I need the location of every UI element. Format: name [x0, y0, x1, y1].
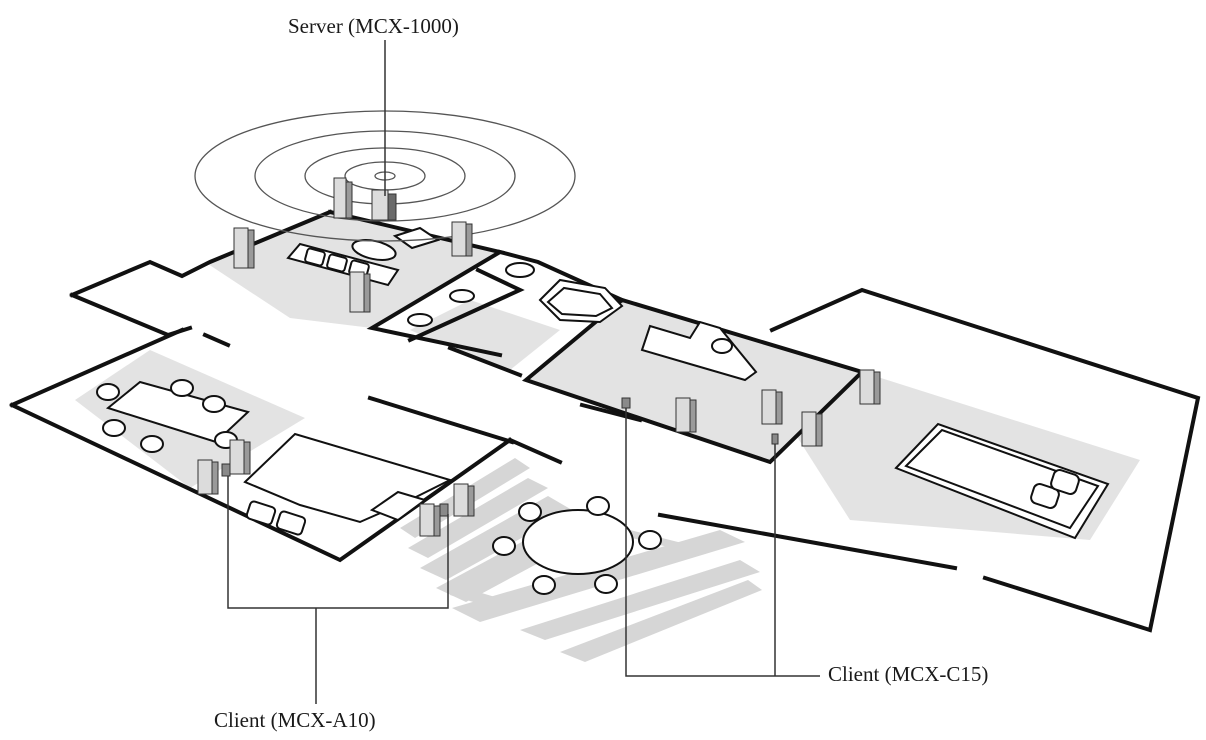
- leader-client-c15: [625, 408, 820, 677]
- bathroom-floor: [410, 300, 560, 370]
- speaker-deck-left: [419, 503, 441, 537]
- speaker-office-right: [761, 389, 783, 425]
- server-label: Server (MCX-1000): [288, 14, 459, 38]
- speaker-deck-right: [453, 483, 475, 517]
- dining-room-table: [96, 379, 250, 453]
- client-c15-office-unit: [621, 397, 631, 409]
- bathroom-fixtures: [407, 262, 624, 327]
- speaker-living-center: [333, 177, 353, 219]
- speaker-bedroom-left: [801, 411, 823, 447]
- stove: [369, 490, 428, 522]
- speaker-dining-left: [197, 459, 219, 495]
- client-c15-bedroom-unit: [771, 433, 779, 445]
- speaker-bedroom-right: [859, 369, 881, 405]
- leader-lines: [227, 40, 820, 704]
- leader-client-a10: [227, 476, 449, 609]
- speaker-living-front-right: [349, 271, 371, 313]
- wall-left-lower-upper: [69, 292, 193, 338]
- kitchen-counter: [243, 432, 453, 524]
- kitchen: [243, 432, 453, 536]
- bed: [894, 422, 1110, 540]
- av-rack: [392, 226, 441, 250]
- speaker-office-left: [675, 397, 697, 433]
- wall-dining: [9, 327, 185, 408]
- speaker-living-back: [371, 189, 397, 221]
- wall-bedroom-lower: [657, 512, 958, 571]
- client-a10-deck-unit: [439, 503, 449, 517]
- speakers: [197, 177, 881, 537]
- wall-bedroom: [769, 287, 1201, 633]
- speaker-dining-right: [229, 439, 251, 475]
- speaker-living-right: [451, 221, 473, 257]
- wall-dining-bottom: [9, 402, 513, 563]
- wall-bath-inner: [407, 267, 525, 343]
- client-units: [221, 397, 779, 517]
- client-c15-label: Client (MCX-C15): [828, 662, 989, 686]
- office-desk: [640, 320, 758, 382]
- walls: [9, 209, 1201, 633]
- speaker-living-front-left: [233, 227, 255, 269]
- client-a10-dining-unit: [221, 463, 231, 477]
- deck-round-table: [492, 496, 662, 595]
- client-a10-label: Client (MCX-A10): [214, 708, 376, 732]
